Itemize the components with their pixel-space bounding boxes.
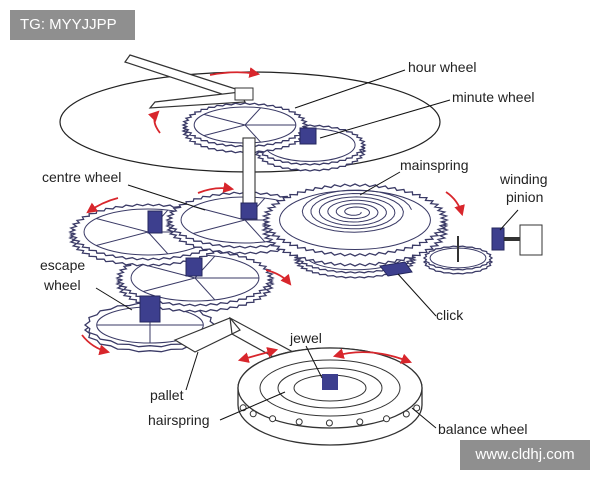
pallet-leader [185,351,199,391]
click-lever [379,261,413,277]
hairspring-leader [219,391,286,421]
hour-wheel-leader [294,69,406,109]
escape-wheel-leader [95,287,133,311]
winding-pinion-leader [499,209,519,231]
minute-wheel-leader [319,99,451,139]
gear-train [68,102,494,353]
balance-wheel-assembly [237,347,423,446]
mainspring-rotation-arrow [445,191,465,217]
label-minute-wheel: minute wheel [452,89,535,105]
label-mainspring: mainspring [400,157,468,173]
click-leader [397,273,437,317]
fourth-rotation-arrow [265,269,292,286]
watermark-bottom: www.cldhj.com [460,440,590,470]
mainspring-spiral [301,189,412,233]
label-balance-wheel: balance wheel [438,421,528,437]
jewel-leader [305,345,323,379]
label-hour-wheel: hour wheel [408,59,477,75]
label-pallet: pallet [150,387,184,403]
mainspring-leader [359,171,401,196]
label-jewel: jewel [289,330,322,346]
winding-pinion [491,227,505,251]
label-escape-line2: wheel [43,277,81,293]
third-rotation-arrow [86,197,119,214]
label-click: click [436,307,464,323]
escape-rotation-arrow [81,334,111,356]
label-winding-line1: winding [499,171,547,187]
third-pinion [147,210,163,234]
pallet-rotation-arrow [237,347,279,363]
hour-rotation-arrow [209,67,261,78]
balance-wheel-leader [411,407,437,429]
escape-pinion [139,295,161,323]
centre-rotation-arrow [197,182,235,194]
fourth-pinion [185,257,203,277]
minute-pinion [299,127,317,145]
label-winding-line2: pinion [506,189,543,205]
label-centre-wheel: centre wheel [42,169,121,185]
label-escape-line1: escape [40,257,85,273]
centre-pinion [240,202,258,220]
dial-rotation-arrow [148,110,161,134]
centre-arbor [242,137,256,209]
centre-wheel-leader [127,184,206,211]
hand-hub [234,87,254,101]
hour-wheel [181,102,309,154]
label-hairspring: hairspring [148,412,209,428]
balance-rotation-arrow [332,348,413,364]
watermark-top: TG: MYYJJPP [10,10,135,40]
winding-crown [519,224,543,256]
